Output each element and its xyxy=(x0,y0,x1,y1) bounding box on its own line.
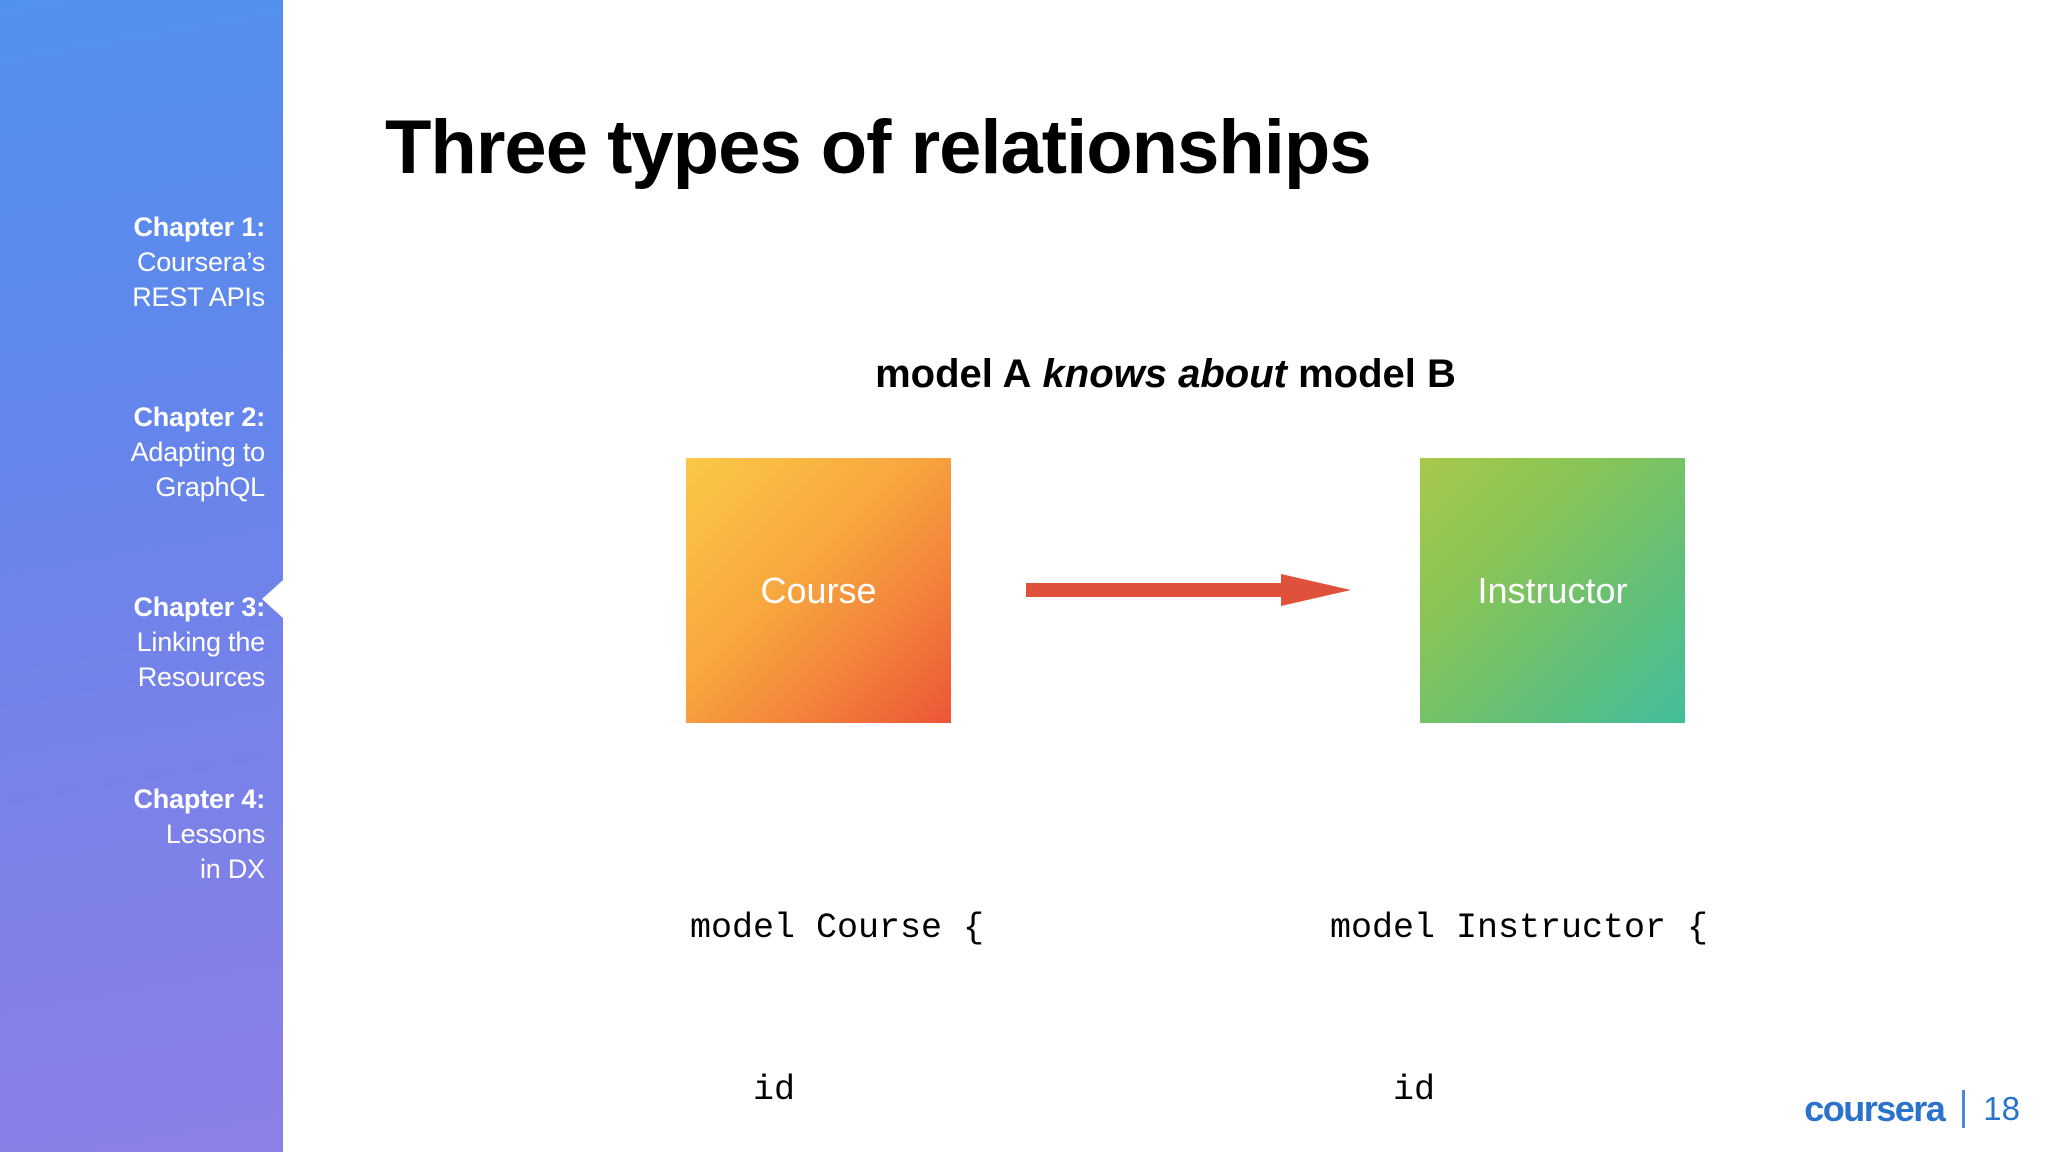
relationship-arrow-icon xyxy=(1026,574,1351,606)
code-line: id xyxy=(690,1070,796,1111)
active-chapter-triangle-icon xyxy=(262,580,283,618)
sidebar-item-label: Chapter 2: xyxy=(133,402,265,432)
code-line: model Instructor { xyxy=(1330,907,1709,948)
subtitle-space-2 xyxy=(1287,352,1298,396)
sidebar-item-label: Chapter 4: xyxy=(133,784,265,814)
subtitle-model-a: model A xyxy=(875,352,1032,396)
sidebar-item-label: Chapter 1: xyxy=(133,212,265,242)
model-box-course: Course xyxy=(686,458,951,723)
subtitle-knows-about: knows about xyxy=(1042,352,1287,396)
model-box-label: Instructor xyxy=(1477,569,1628,611)
model-box-label: Course xyxy=(760,569,877,611)
code-line: model Course { xyxy=(690,907,985,948)
page-number: 18 xyxy=(1983,1090,2020,1127)
relationship-subtitle: model A knows about model B xyxy=(283,352,2048,397)
model-box-instructor: Instructor xyxy=(1420,458,1685,723)
code-block-course: model Course { id slug instructorIds } xyxy=(690,792,1026,1152)
code-line: id xyxy=(1330,1070,1436,1111)
footer: coursera 18 xyxy=(1804,1088,2020,1130)
subtitle-space-1 xyxy=(1031,352,1042,396)
coursera-logo: coursera xyxy=(1804,1088,1946,1129)
sidebar-item-label: Chapter 3: xyxy=(133,592,265,622)
subtitle-model-b: model B xyxy=(1298,352,1456,396)
page-title: Three types of relationships xyxy=(385,105,1372,190)
code-block-instructor: model Instructor { id name } xyxy=(1330,792,1708,1152)
footer-divider xyxy=(1962,1090,1966,1128)
